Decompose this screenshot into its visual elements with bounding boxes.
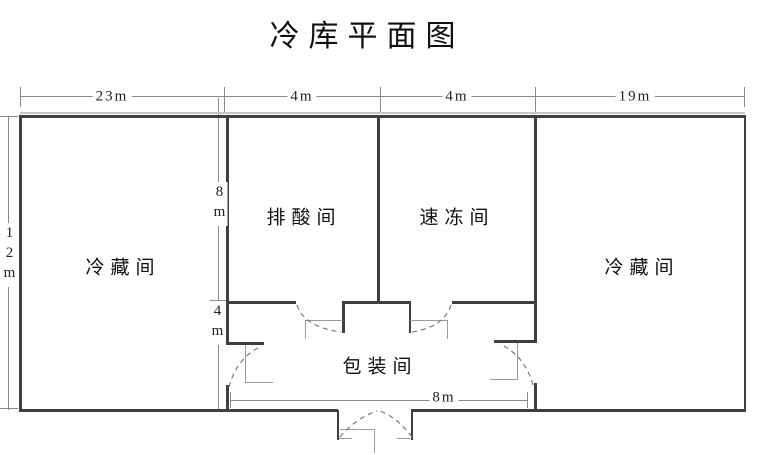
wall-left [19,115,22,411]
door-leaf-entrance-h [340,428,375,430]
wall-top-outer-line [20,112,745,114]
wall-divider-middle [377,115,380,303]
door-leaf-left-wall [244,345,246,383]
wall-cold2-lower [534,383,537,411]
wall-mid-left-segment [226,301,296,304]
door-arc-paisuan [296,304,342,333]
dimension-tick [0,116,18,118]
door-arc-entrance-right [379,410,413,438]
dimension-label-8m-bottom: 8m [429,389,459,407]
dimension-extension [224,98,225,114]
door-arc-entrance-left [339,410,378,438]
wall-vestibule-left [336,410,339,440]
room-label-paisuan: 排酸间 [266,207,342,229]
wall-top [20,115,745,118]
wall-cold1-upper [226,115,229,344]
dimension-tick [527,392,529,408]
door-stub-sudong [447,319,449,339]
dimension-tick [0,408,18,410]
door-arc-right-wall [499,343,534,386]
room-label-packaging: 包装间 [342,356,418,378]
room-label-cold-storage-right: 冷藏间 [604,257,680,279]
wall-bottom-right-segment [411,409,746,412]
dimension-label-4m-inner: 4m [208,301,226,345]
wall-pier-right-leg [408,301,411,333]
dimension-line-bottom [230,399,527,401]
dimension-label-23m: 23m [92,88,132,106]
door-leaf-paisuan [305,319,343,321]
wall-cold2-upper [534,115,537,342]
dimension-line-top [20,96,745,98]
dimension-extension [380,98,381,114]
dimension-tick [224,87,226,107]
wall-right [743,115,746,411]
door-leaf-sudong [410,319,448,321]
wall-vestibule-right [410,410,413,440]
dimension-tick [744,87,746,107]
dimension-tick [535,87,537,107]
dimension-label-4m-left: 4m [287,88,317,106]
door-leaf-entrance-v [374,428,376,453]
door-arc-left-wall [228,345,263,388]
vestibule-left-stub [339,437,352,439]
room-label-cold-storage-left: 冷藏间 [85,257,161,279]
wall-cold2-jamb [494,340,537,343]
dimension-tick [20,87,22,107]
room-label-sudong: 速冻间 [419,207,495,229]
wall-mid-right-segment [452,301,537,304]
dimension-tick [230,392,232,408]
dimension-tick [380,87,382,107]
wall-cold1-jamb [226,342,264,345]
wall-cold1-lower [226,385,229,411]
wall-bottom-left-segment [19,409,338,412]
dimension-extension [535,98,536,114]
page-title: 冷库平面图 [269,20,465,53]
dimension-label-8m-inner: 8m [210,182,228,226]
wall-mid-pier-top [342,301,411,304]
dimension-tick [210,300,226,302]
vestibule-right-stub [397,437,410,439]
dimension-label-19m: 19m [615,88,655,106]
door-sill-left-wall [244,382,273,384]
door-stub-paisuan [305,319,307,339]
door-arc-sudong [411,304,452,333]
wall-pier-left-leg [342,301,345,333]
door-sill-right-wall [490,379,518,381]
dimension-line-inner [218,98,220,409]
door-leaf-right-wall [517,343,519,380]
dimension-label-12m: 12m [0,223,18,287]
dimension-label-4m-right: 4m [442,88,472,106]
